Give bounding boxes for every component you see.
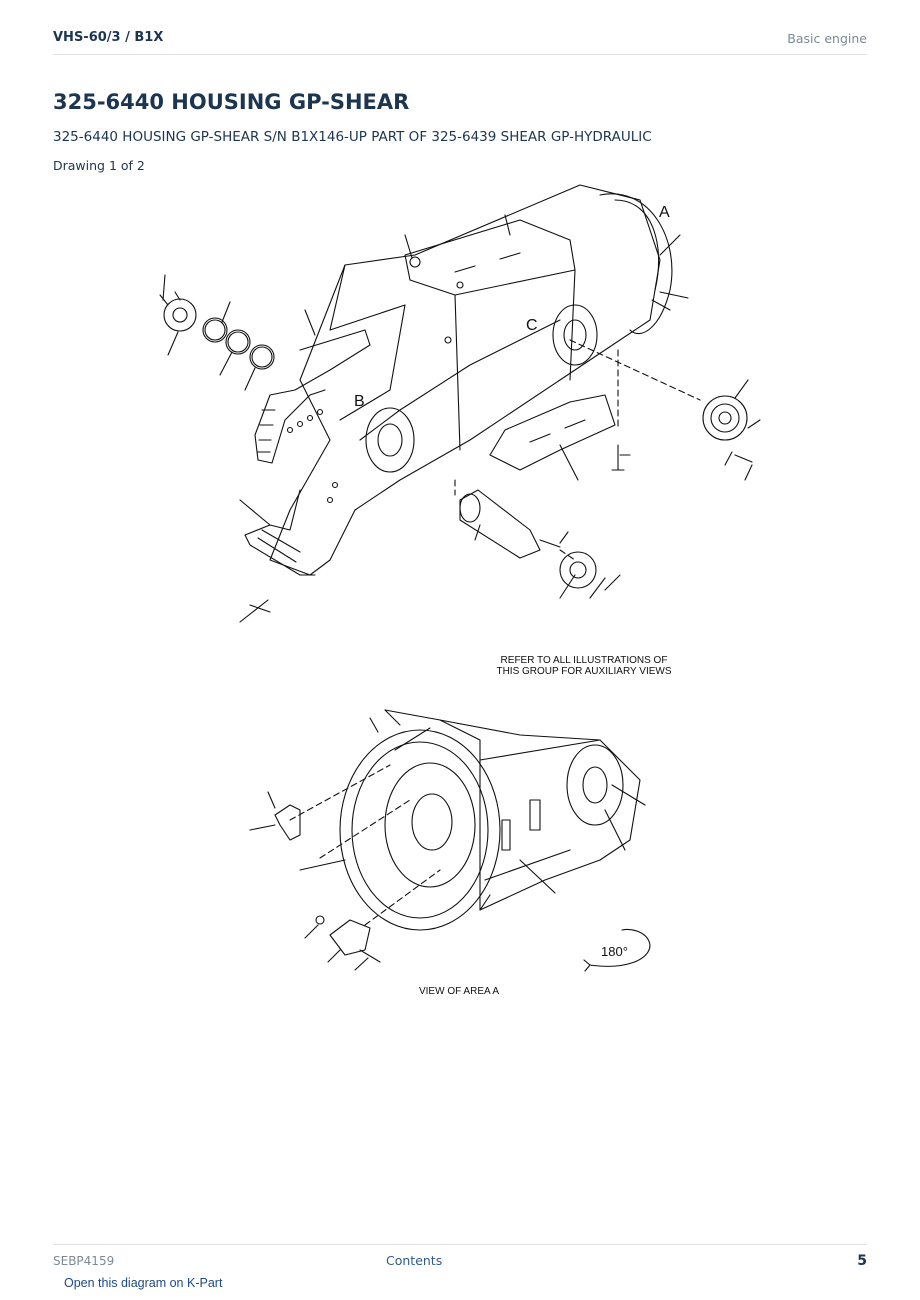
area-a-view	[249, 709, 651, 972]
document-id: SEBP4159	[53, 1254, 115, 1268]
housing-main-view	[159, 184, 761, 623]
page-number: 5	[857, 1253, 867, 1269]
section-label: Basic engine	[787, 31, 867, 46]
view-caption: VIEW OF AREA A	[419, 986, 499, 997]
parts-diagram-svg: A B C REFER TO ALL ILLUSTRATIONS OF THIS…	[159, 184, 761, 997]
page-subtitle: 325-6440 HOUSING GP-SHEAR S/N B1X146-UP …	[53, 129, 652, 145]
model-label: VHS-60/3 / B1X	[53, 30, 164, 45]
parts-diagram: A B C REFER TO ALL ILLUSTRATIONS OF THIS…	[0, 180, 920, 1010]
page-title: 325-6440 HOUSING GP-SHEAR	[53, 90, 410, 114]
kpart-link[interactable]: Open this diagram on K-Part	[64, 1276, 223, 1290]
drawing-counter: Drawing 1 of 2	[53, 158, 145, 173]
callout-a: A	[659, 204, 670, 221]
callout-c: C	[526, 317, 538, 334]
refer-note-line-2: THIS GROUP FOR AUXILIARY VIEWS	[496, 666, 671, 677]
callout-b: B	[354, 393, 365, 410]
rotation-label: 180°	[601, 944, 628, 959]
refer-note-line-1: REFER TO ALL ILLUSTRATIONS OF	[501, 655, 668, 666]
page-footer: SEBP4159 Contents 5	[53, 1244, 867, 1275]
contents-link[interactable]: Contents	[386, 1253, 443, 1268]
page-header: VHS-60/3 / B1X Basic engine	[53, 28, 867, 55]
